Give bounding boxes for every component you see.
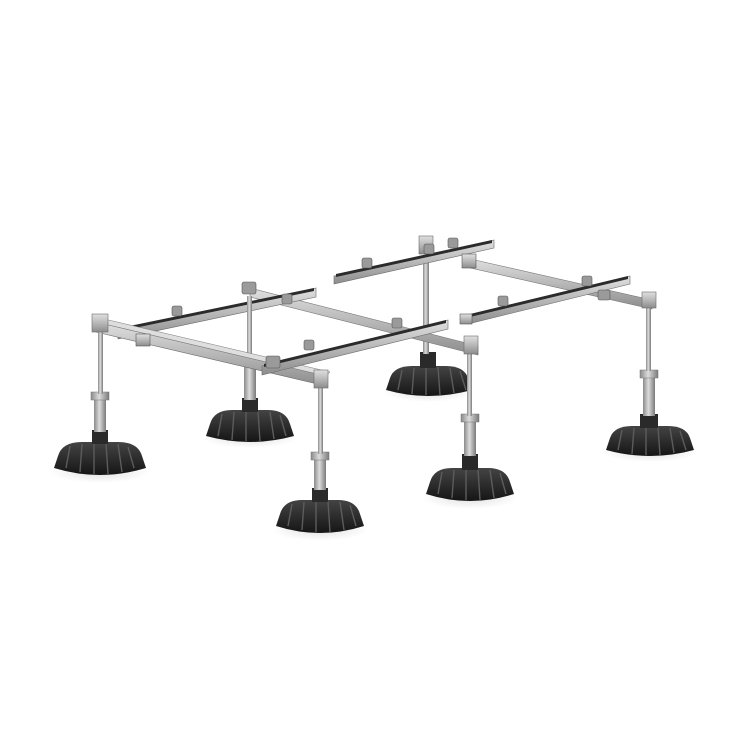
support-foot-back-middle: [382, 235, 474, 402]
crossbeam-front: [95, 317, 331, 387]
rail-front-left-module: [261, 317, 449, 376]
support-foot-front-left: [50, 313, 150, 483]
support-foot-front-middle: [272, 369, 368, 541]
rail-back-left-module: [117, 281, 317, 340]
rail-clamp: [135, 253, 477, 347]
support-foot-front-right: [422, 335, 518, 509]
support-foot-back-right: [602, 291, 698, 462]
support-foot-middle-left: [202, 296, 298, 448]
rail-back-right-module: [333, 237, 495, 285]
